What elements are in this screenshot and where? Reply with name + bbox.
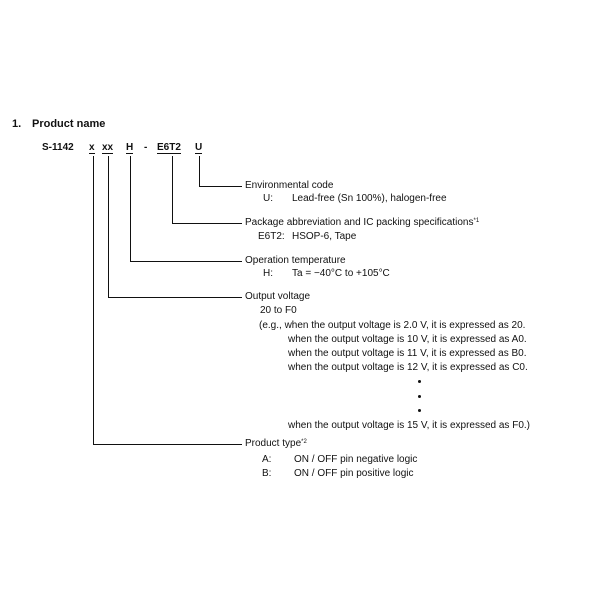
connector-pkg — [172, 156, 173, 223]
connector-env-h — [199, 186, 242, 187]
part-h: H — [126, 142, 134, 154]
type-value-a: ON / OFF pin negative logic — [294, 454, 418, 465]
ellipsis-dot — [418, 409, 421, 412]
voltage-example: when the output voltage is 11 V, it is e… — [288, 348, 527, 359]
type-title: Product type*2 — [245, 438, 307, 449]
temp-title: Operation temperature — [245, 255, 346, 266]
part-x: x — [89, 142, 95, 154]
part-prefix: S-1142 — [42, 142, 74, 153]
connector-voltage — [108, 156, 109, 297]
part-env: U — [195, 142, 203, 154]
type-value-b: ON / OFF pin positive logic — [294, 468, 414, 479]
type-key-a: A: — [262, 454, 272, 465]
ellipsis-dot — [418, 395, 421, 398]
connector-env — [199, 156, 200, 186]
temp-value: Ta = −40°C to +105°C — [292, 268, 390, 279]
ellipsis-dot — [418, 380, 421, 383]
part-pkg: E6T2 — [157, 142, 181, 154]
section-title: Product name — [32, 118, 106, 130]
part-dash: - — [144, 142, 148, 153]
section-number: 1. — [12, 118, 22, 130]
voltage-example: when the output voltage is 10 V, it is e… — [288, 334, 527, 345]
connector-temp-h — [130, 261, 242, 262]
connector-pkg-h — [172, 223, 242, 224]
pkg-key: E6T2: — [258, 231, 285, 242]
voltage-example: when the output voltage is 12 V, it is e… — [288, 362, 528, 373]
voltage-range: 20 to F0 — [260, 305, 297, 316]
env-key: U: — [263, 193, 273, 204]
temp-key: H: — [263, 268, 273, 279]
part-xx: xx — [102, 142, 114, 154]
pkg-title: Package abbreviation and IC packing spec… — [245, 217, 480, 228]
voltage-title: Output voltage — [245, 291, 311, 302]
voltage-example: (e.g., when the output voltage is 2.0 V,… — [259, 320, 526, 331]
voltage-example: when the output voltage is 15 V, it is e… — [288, 420, 530, 431]
connector-type — [93, 156, 94, 444]
env-value: Lead-free (Sn 100%), halogen-free — [292, 193, 447, 204]
env-title: Environmental code — [245, 180, 334, 191]
connector-temp — [130, 156, 131, 261]
type-key-b: B: — [262, 468, 272, 479]
connector-type-h — [93, 444, 242, 445]
pkg-value: HSOP-6, Tape — [292, 231, 357, 242]
connector-voltage-h — [108, 297, 242, 298]
